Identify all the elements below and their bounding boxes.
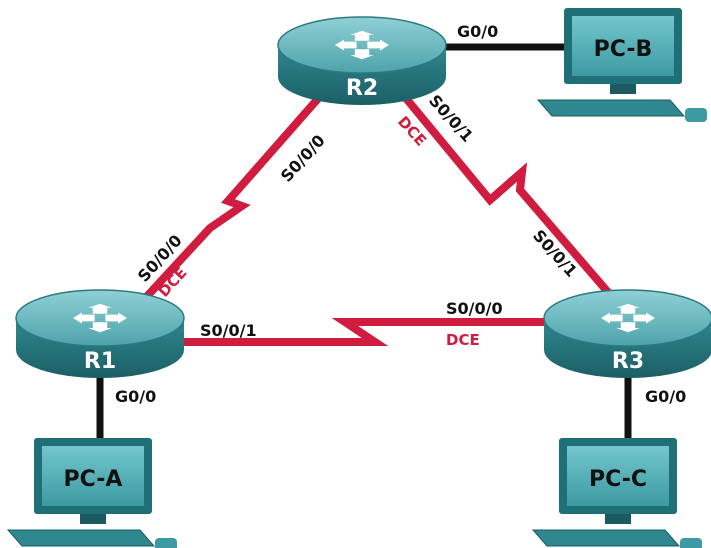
interface-label-r2-g00: G0/0 — [457, 22, 498, 41]
router-label: R2 — [346, 76, 378, 101]
router-r2[interactable]: R2 — [277, 16, 447, 105]
serial-link-r1-r3 — [170, 318, 550, 346]
pc-label: PC-C — [589, 467, 647, 492]
router-label: R1 — [84, 349, 116, 374]
pc-label: PC-A — [64, 467, 123, 492]
interface-label-r3-s000: S0/0/0 — [446, 299, 503, 318]
dce-label-r3: DCE — [446, 331, 480, 349]
interface-label-r1-s001: S0/0/1 — [200, 321, 257, 340]
router-r3[interactable]: R3 — [543, 289, 711, 378]
interface-label-r1-g00: G0/0 — [115, 387, 156, 406]
serial-link-r2-r3 — [391, 82, 629, 315]
pc-c[interactable]: PC-C — [531, 438, 702, 548]
router-label: R3 — [612, 349, 644, 374]
pc-label: PC-B — [594, 37, 653, 62]
serial-link-r1-r2 — [122, 82, 334, 323]
interface-label-r2-s001: S0/0/1 — [425, 91, 477, 146]
router-r1[interactable]: R1 — [15, 289, 185, 378]
interface-label-r3-g00: G0/0 — [645, 387, 686, 406]
pc-b[interactable]: PC-B — [536, 8, 707, 122]
pc-a[interactable]: PC-A — [6, 438, 177, 548]
